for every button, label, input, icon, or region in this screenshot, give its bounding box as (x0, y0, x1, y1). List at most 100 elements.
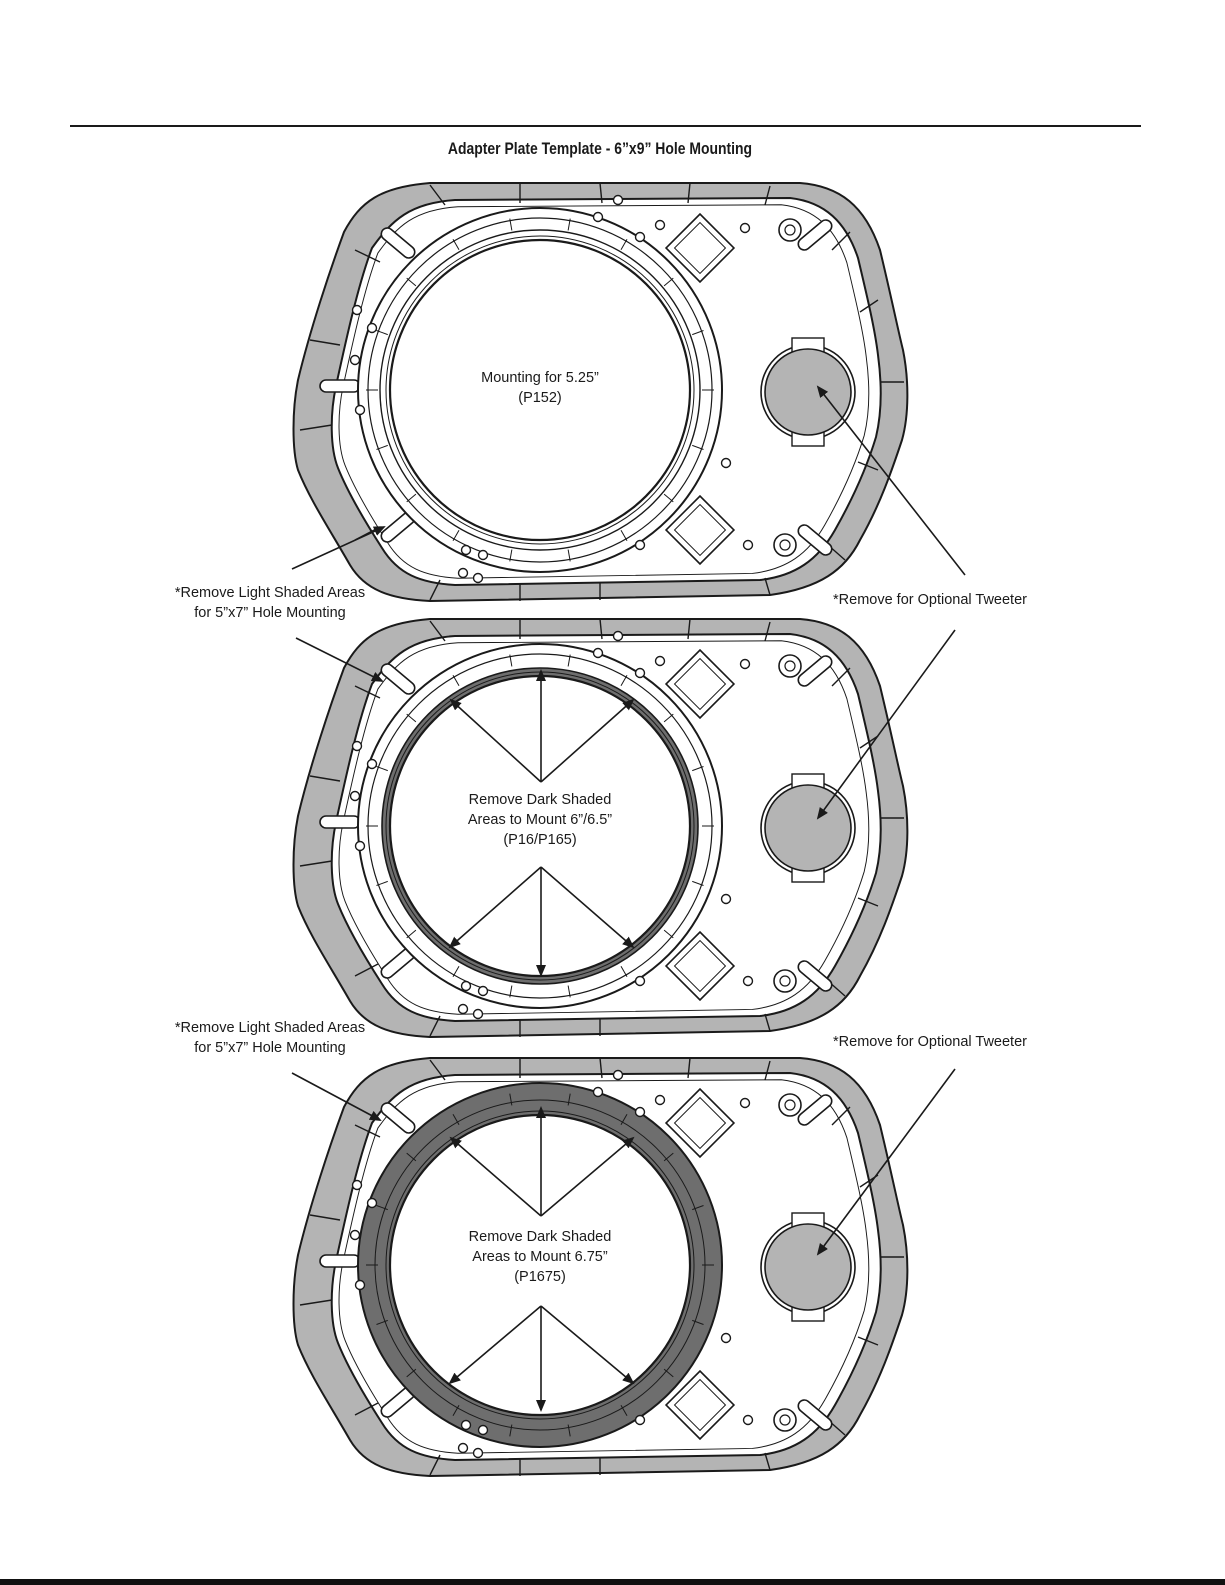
callout-light-shaded-1: *Remove Light Shaded Areas for 5”x7” Hol… (170, 583, 370, 623)
plate-2-label-line-3: (P16/P165) (503, 832, 577, 848)
plate-1-hole-3 (592, 211, 604, 223)
plate-1-label-line-2: (P152) (518, 390, 562, 406)
plate-1-opening-lip (385, 235, 695, 545)
adapter-plate-1 (291, 182, 966, 603)
plate-3-hole-14 (654, 1094, 666, 1106)
plate-1-hole-11 (457, 567, 469, 579)
plate-1-ring-notch-320 (663, 277, 674, 287)
plate-1-slot-1 (380, 227, 416, 259)
plate-1-hole-10 (472, 572, 484, 584)
plate-1-boss-2 (664, 494, 736, 566)
plate-3-label-line-2: Areas to Mount 6.75” (472, 1249, 608, 1265)
plate-1-ring-notch-140 (406, 493, 417, 503)
callout-tweeter-2-text: *Remove for Optional Tweeter (833, 1034, 1027, 1050)
plate-2-boss-1 (664, 648, 736, 720)
plate-2-outline (292, 618, 909, 1039)
plate-1-ring-notch-20 (692, 444, 704, 450)
callout-arrow-light-2 (295, 637, 384, 682)
plate-3-hole-15 (349, 1229, 361, 1241)
plate-3-band-rib-15 (429, 1454, 441, 1476)
plate-3-center-arrows (448, 1106, 635, 1412)
footer-rule (0, 1579, 1225, 1585)
plate-1-boss-inner-1 (673, 221, 727, 275)
plate-1-boss-1 (664, 212, 736, 284)
plate-3-ring-notch-60 (620, 1405, 628, 1416)
plate-3-band-rib-5 (687, 1057, 691, 1079)
plate-3-screw-hole-2 (779, 1414, 791, 1426)
plate-1-band-rib-15 (429, 579, 441, 601)
plate-2-slot-3 (319, 815, 361, 829)
plate-1-hole-6 (739, 222, 751, 234)
plate-3-boss-2 (664, 1369, 736, 1441)
plate-2-hole-5 (720, 893, 732, 905)
plate-3-ring-notch-100 (509, 1424, 513, 1437)
callout-arrow-light-1 (291, 526, 386, 570)
plate-1-ring-notch-100 (509, 549, 513, 562)
plate-3-ring-notch-20 (692, 1319, 704, 1325)
plate-2-ring-notch-280 (567, 654, 571, 667)
plate-1-slot-2 (797, 219, 833, 251)
plate-3-band-rib-17 (299, 1299, 333, 1306)
plate-2-ring-notch-20 (692, 880, 704, 886)
plate-3-ring-notch-200 (376, 1205, 388, 1211)
plate-2-band-rib-16 (354, 963, 379, 977)
plate-2-band-rib-18 (309, 775, 341, 782)
plate-3-drawing (292, 1057, 909, 1478)
plate-3-hole-1 (351, 1179, 363, 1191)
plate-2-tweeter-knockout (764, 784, 852, 872)
plate-1-ring-notch-120 (452, 530, 460, 541)
plate-1-ring-notch-220 (406, 277, 417, 287)
plate-2-boss-inner-2 (673, 939, 727, 993)
plate-1-hole-5 (720, 457, 732, 469)
plate-1-ring-notch-200 (376, 330, 388, 336)
plate-2-band-rib-1 (354, 685, 381, 699)
plate-3-hole-5 (720, 1332, 732, 1344)
plate-3-band-rib-7 (831, 1106, 851, 1126)
plate-2-ring-notch-80 (567, 985, 571, 998)
plate-1-boss-inner-2 (673, 503, 727, 557)
plate-1-hole-13 (634, 231, 646, 243)
plate-1-slot-3 (319, 379, 361, 393)
plate-2-hole-10 (472, 1008, 484, 1020)
plate-2-hole-11 (457, 1003, 469, 1015)
plate-3-label-line-3: (P1675) (514, 1269, 566, 1285)
header-rule (70, 125, 1141, 127)
plate-2-drawing (292, 618, 909, 1039)
plate-3-slot-1 (380, 1102, 416, 1134)
plate-1-speaker-opening (388, 238, 692, 542)
plate-1-ring-notch-40 (663, 493, 674, 503)
plate-2-band-rib-10 (857, 897, 879, 907)
plate-3-ring-notch-220 (406, 1152, 417, 1162)
plate-3-ring-notch-40 (663, 1368, 674, 1378)
plate-3-boss-inner-2 (673, 1378, 727, 1432)
plate-1-hole-4 (612, 194, 624, 206)
plate-2-boss-2 (664, 930, 736, 1002)
callout-arrow-tweeter-3 (816, 1068, 956, 1256)
plate-2-band-rib-2 (429, 620, 446, 642)
plate-1-band-rib-1 (354, 249, 381, 263)
callout-arrow-tweeter-1 (816, 385, 966, 576)
plate-2-center-arrows (448, 669, 635, 977)
plate-3-band-rib-12 (764, 1452, 771, 1471)
plate-2-ring-notch-260 (509, 654, 513, 667)
plate-1-ring-notch-260 (509, 218, 513, 231)
callout-light-1-line-1: *Remove Light Shaded Areas (174, 585, 366, 601)
plate-1-band-rib-18 (309, 339, 341, 346)
plate-3-ring-notch-340 (692, 1205, 704, 1211)
plate-3-boss-inner-1 (673, 1096, 727, 1150)
plate-3-boss-1 (664, 1087, 736, 1159)
plate-3-ring-notch-160 (376, 1319, 388, 1325)
plate-2-ring-notch-240 (452, 675, 460, 686)
plate-3-band-rib-2 (429, 1059, 446, 1081)
plate-2-ring-notch-120 (452, 966, 460, 977)
plate-2-center-label: Remove Dark Shaded Areas to Mount 6”/6.5… (440, 790, 640, 850)
plate-3-ring-notch-300 (620, 1114, 628, 1125)
plate-1-band-rib-17 (299, 424, 333, 431)
plate-1-hole-2 (366, 322, 378, 334)
plate-3-hole-4 (612, 1069, 624, 1081)
plate-2-band-rib-4 (599, 618, 603, 640)
plate-3-ring-notch-240 (452, 1114, 460, 1125)
plate-2-hole-13 (634, 667, 646, 679)
plate-1-band-rib-5 (687, 182, 691, 204)
